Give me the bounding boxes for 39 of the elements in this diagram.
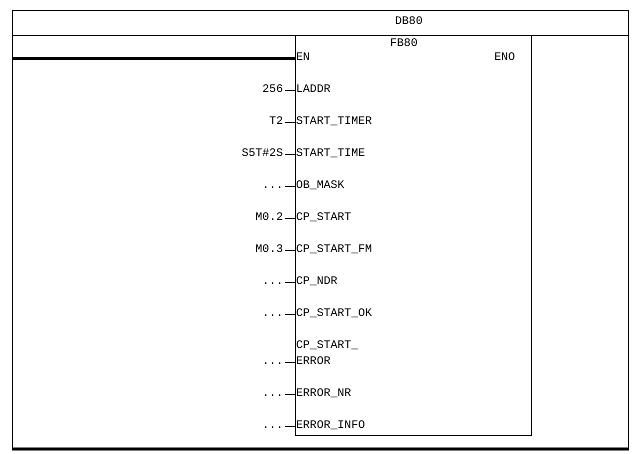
- input-pin-label: CP_NDR: [296, 275, 338, 289]
- parameter-value: ...: [262, 419, 283, 433]
- connection-line: [284, 186, 296, 187]
- parameter-value: ...: [262, 355, 283, 369]
- parameter-value: M0.2: [255, 211, 283, 225]
- parameter-value: ...: [262, 275, 283, 289]
- connection-line: [284, 362, 296, 363]
- parameter-value: T2: [269, 115, 283, 129]
- parameter-value: ...: [262, 307, 283, 321]
- function-block: [295, 15, 532, 436]
- input-pin-label: START_TIMER: [296, 115, 372, 129]
- input-pin-label: CP_START_FM: [296, 243, 372, 257]
- input-pin-label: CP_START_ ERROR: [296, 338, 371, 370]
- output-pin-label: ENO: [494, 51, 515, 65]
- connection-line: [284, 250, 296, 251]
- input-pin-label: CP_START: [296, 211, 352, 225]
- input-pin-label: OB_MASK: [296, 179, 344, 193]
- parameter-value: M0.3: [255, 243, 283, 257]
- connection-line: [284, 426, 296, 427]
- connection-line: [284, 282, 296, 283]
- input-pin-label: ERROR_INFO: [296, 419, 366, 433]
- parameter-value: ...: [262, 179, 283, 193]
- connection-line: [284, 154, 296, 155]
- input-pin-label: EN: [296, 51, 310, 65]
- connection-line: [284, 314, 296, 315]
- power-rail-line: [12, 57, 295, 60]
- input-pin-label: START_TIME: [296, 147, 366, 161]
- input-pin-label: LADDR: [296, 83, 331, 97]
- parameter-value: 256: [262, 83, 283, 97]
- input-pin-label: CP_START_OK: [296, 307, 372, 321]
- block-type-label: FB80: [390, 37, 418, 51]
- connection-line: [284, 218, 296, 219]
- parameter-value: S5T#2S: [242, 147, 283, 161]
- parameter-value: ...: [262, 387, 283, 401]
- instance-db-label: DB80: [395, 15, 423, 29]
- connection-line: [284, 394, 296, 395]
- connection-line: [284, 90, 296, 91]
- connection-line: [284, 122, 296, 123]
- input-pin-label: ERROR_NR: [296, 387, 352, 401]
